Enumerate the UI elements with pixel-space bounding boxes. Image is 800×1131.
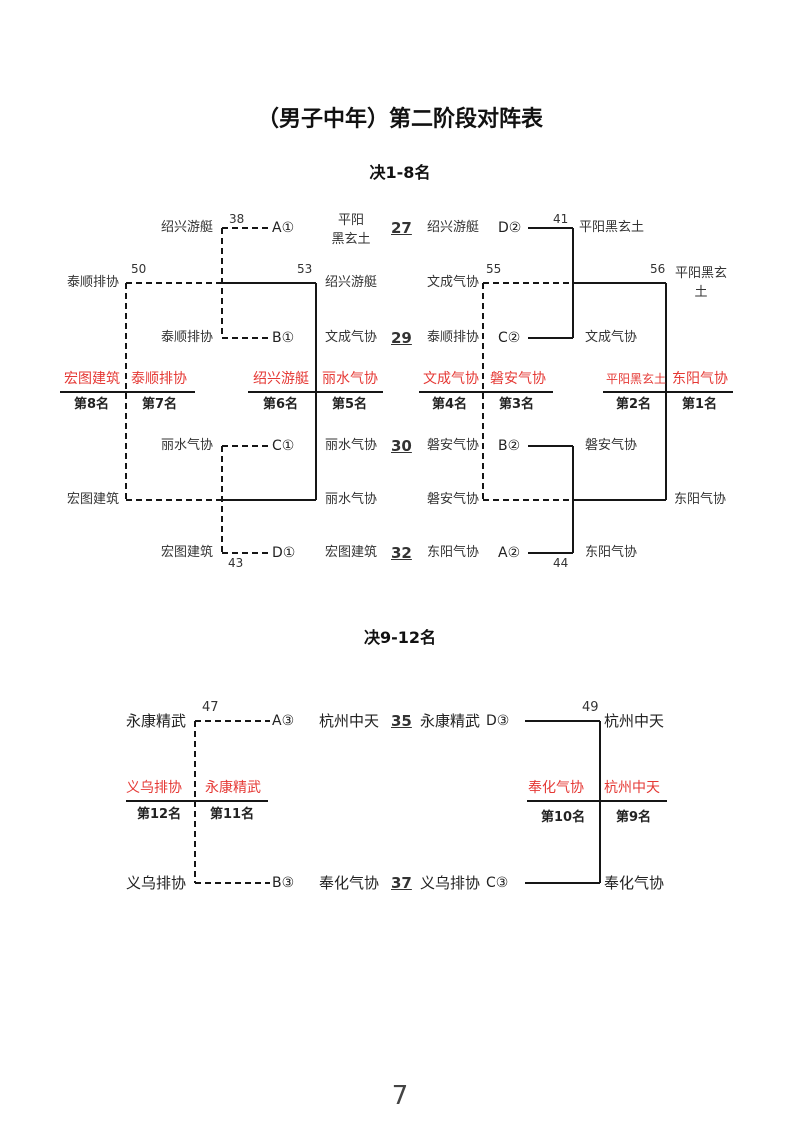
lower-center-right-team-1: 永康精武: [420, 712, 481, 730]
lower-center-right-team-2: 义乌排协: [420, 874, 481, 892]
standing-place-5: 第5名: [332, 397, 368, 412]
left-final-lower-team: 丽水气协: [325, 492, 378, 507]
right-team-a2: 东阳气协: [427, 545, 480, 560]
standing-team-10: 奉化气协: [528, 780, 584, 796]
page-title: （男子中年）第二阶段对阵表: [256, 107, 543, 132]
lower-right-advancer-1: 杭州中天: [604, 712, 665, 730]
left-seed-a1: A①: [272, 220, 295, 236]
left-seed-c1: C①: [272, 438, 295, 454]
section-heading-1-8: 决1-8名: [369, 163, 431, 182]
right-advancer-4: 东阳气协: [585, 545, 638, 560]
right-advancer-2: 文成气协: [585, 330, 638, 345]
section-heading-9-12: 决9-12名: [363, 628, 437, 647]
right-seed-c2: C②: [498, 330, 521, 346]
left-team-a1: 绍兴游艇: [161, 220, 214, 235]
standing-team-11: 永康精武: [205, 780, 261, 796]
standing-team-2: 平阳黑玄土: [606, 372, 667, 386]
left-seed-b1: B①: [272, 330, 295, 346]
standing-place-11: 第11名: [210, 807, 255, 822]
left-final-match-no: 53: [297, 262, 313, 276]
page-number: 7: [391, 1081, 409, 1111]
left-team-c1: 丽水气协: [161, 438, 214, 453]
right-final-match-no: 56: [650, 262, 666, 276]
right-seed-a2: A②: [498, 545, 521, 561]
right-seed-d2: D②: [498, 220, 522, 236]
right-match-lower-no: 44: [553, 556, 569, 570]
lower-center-match-no-2: 37: [391, 874, 412, 892]
center-match-no-3: 30: [391, 437, 412, 455]
standing-place-1: 第1名: [682, 397, 718, 412]
standing-team-12: 义乌排协: [126, 780, 182, 796]
right-team-b2: 磐安气协: [427, 438, 480, 453]
lower-right-advancer-2: 奉化气协: [604, 874, 665, 892]
standing-team-3: 磐安气协: [490, 371, 546, 387]
standing-place-4: 第4名: [432, 397, 468, 412]
left-match-upper-no: 38: [229, 212, 245, 226]
standing-place-8: 第8名: [74, 397, 110, 412]
standing-team-1: 东阳气协: [672, 371, 728, 387]
standing-team-5: 丽水气协: [322, 371, 378, 387]
lower-seed-c3: C③: [486, 875, 509, 891]
center-team-3: 丽水气协: [325, 438, 378, 453]
right-final-lower-team: 东阳气协: [674, 492, 727, 507]
right-final-upper-team: 平阳黑玄 土: [674, 266, 727, 300]
left-semi-lower-team: 宏图建筑: [67, 492, 120, 507]
lower-left-match-no: 47: [202, 700, 219, 715]
lower-seed-d3: D③: [486, 713, 510, 729]
standing-team-9: 杭州中天: [604, 780, 660, 796]
left-semi-upper-team: 泰顺排协: [67, 275, 120, 290]
lower-seed-b3: B③: [272, 875, 295, 891]
right-advancer-3: 磐安气协: [585, 438, 638, 453]
standing-place-6: 第6名: [263, 397, 299, 412]
lower-center-left-team-2: 奉化气协: [319, 874, 380, 892]
left-final-upper-team: 绍兴游艇: [325, 275, 378, 290]
left-team-b1: 泰顺排协: [161, 330, 214, 345]
right-seed-b2: B②: [498, 438, 521, 454]
left-team-d1: 宏图建筑: [161, 545, 214, 560]
left-seed-d1: D①: [272, 545, 296, 561]
standing-team-7: 泰顺排协: [131, 371, 187, 387]
right-semi-upper-team: 文成气协: [427, 275, 480, 290]
center-match-no-4: 32: [391, 544, 412, 562]
center-team-1: 平阳 黑玄土: [331, 213, 371, 247]
lower-team-a3: 永康精武: [126, 712, 187, 730]
standing-place-9: 第9名: [616, 810, 652, 825]
lower-right-match-no: 49: [582, 700, 599, 715]
right-team-c2: 泰顺排协: [427, 330, 480, 345]
lower-team-b3: 义乌排协: [126, 874, 187, 892]
standing-place-12: 第12名: [137, 807, 182, 822]
standing-place-2: 第2名: [616, 397, 652, 412]
standing-team-6: 绍兴游艇: [253, 371, 309, 387]
lower-center-match-no-1: 35: [391, 712, 412, 730]
standing-place-10: 第10名: [541, 810, 586, 825]
center-team-4: 宏图建筑: [325, 545, 378, 560]
right-match-upper-no: 41: [553, 212, 569, 226]
standing-team-8: 宏图建筑: [64, 371, 120, 387]
right-semi-match-no: 55: [486, 262, 502, 276]
standing-team-4: 文成气协: [423, 371, 479, 387]
left-match-lower-no: 43: [228, 556, 244, 570]
standing-place-7: 第7名: [142, 397, 178, 412]
center-match-no-2: 29: [391, 329, 412, 347]
lower-seed-a3: A③: [272, 713, 295, 729]
center-team-2: 文成气协: [325, 330, 378, 345]
standing-place-3: 第3名: [499, 397, 535, 412]
right-advancer-1: 平阳黑玄土: [579, 220, 645, 235]
right-team-d2: 绍兴游艇: [427, 220, 480, 235]
right-semi-lower-team: 磐安气协: [427, 492, 480, 507]
left-semi-match-no: 50: [131, 262, 147, 276]
center-match-no-1: 27: [391, 219, 412, 237]
lower-center-left-team-1: 杭州中天: [319, 712, 380, 730]
